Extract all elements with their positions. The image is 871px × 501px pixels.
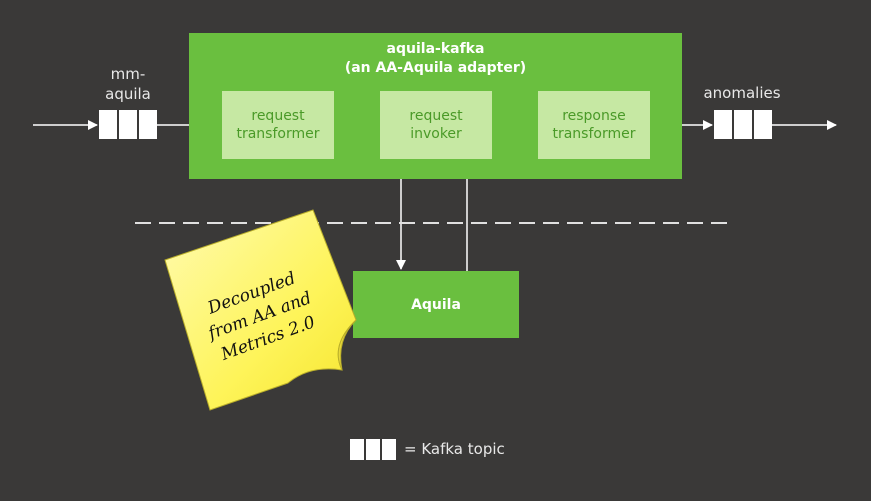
adapter-title: aquila-kafka (an AA-Aquila adapter) <box>344 41 527 76</box>
stage-request-transformer: request transformer <box>222 91 334 159</box>
sticky-note-shape <box>164 209 357 411</box>
stage-request-invoker: request invoker <box>380 91 492 159</box>
aquila-service-box: Aquila <box>353 271 519 338</box>
kafka-topic-legend-icon <box>350 439 396 460</box>
kafka-topic-legend-label: = Kafka topic <box>404 440 505 458</box>
input-topic-label: mm- aquila <box>105 65 151 103</box>
output-topic-icon <box>714 110 772 139</box>
stage-response-transformer: response transformer <box>538 91 650 159</box>
output-topic-label: anomalies <box>703 84 781 102</box>
input-topic-icon <box>99 110 157 139</box>
